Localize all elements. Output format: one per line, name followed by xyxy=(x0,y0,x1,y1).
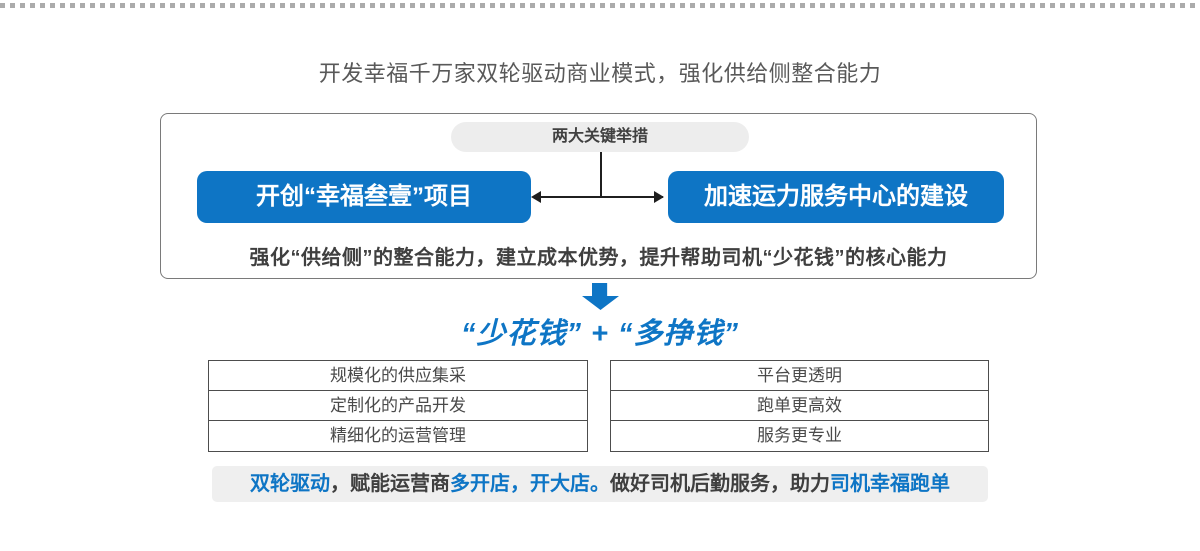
summary-segment: 做好司机后勤服务，助力 xyxy=(610,473,830,495)
table-row: 服务更专业 xyxy=(757,426,842,445)
table-row: 规模化的供应集采 xyxy=(209,361,587,391)
table-row: 精细化的运营管理 xyxy=(330,426,466,445)
driver-benefit-table: 平台更透明 跑单更高效 服务更专业 xyxy=(610,360,989,452)
slogan-text: “少花钱” + “多挣钱” xyxy=(460,318,740,350)
measure-box-left: 开创“幸福叁壹”项目 xyxy=(197,171,531,223)
supply-side-table: 规模化的供应集采 定制化的产品开发 精细化的运营管理 xyxy=(208,360,588,452)
summary-banner: 双轮驱动，赋能运营商多开店，开大店。做好司机后勤服务，助力司机幸福跑单 xyxy=(212,466,988,502)
table-row: 定制化的产品开发 xyxy=(209,391,587,421)
table-row: 平台更透明 xyxy=(611,361,988,391)
key-measures-pill: 两大关键举措 xyxy=(451,122,749,152)
panel-description: 强化“供给侧”的整合能力，建立成本优势，提升帮助司机“少花钱”的核心能力 xyxy=(249,247,948,269)
summary-segment: 双轮驱动 xyxy=(250,473,330,495)
key-measures-panel: 两大关键举措 开创“幸福叁壹”项目 加速运力服务中心的建设 强化“供给侧”的整合… xyxy=(160,113,1037,279)
connector-horizontal-line xyxy=(537,196,663,198)
arrowhead-right-icon xyxy=(654,191,664,203)
summary-segment: ，赋能运营商 xyxy=(330,473,450,495)
slide-title: 开发幸福千万家双轮驱动商业模式，强化供给侧整合能力 xyxy=(318,61,882,86)
down-arrow-icon xyxy=(582,283,619,310)
table-row: 跑单更高效 xyxy=(611,391,988,421)
summary-segment: 多开店，开大店。 xyxy=(450,473,610,495)
summary-segment: 司机幸福跑单 xyxy=(830,473,950,495)
measure-box-right: 加速运力服务中心的建设 xyxy=(668,171,1004,223)
top-dashed-divider xyxy=(0,3,1200,8)
arrowhead-left-icon xyxy=(531,191,541,203)
connector-vertical-line xyxy=(600,152,602,197)
